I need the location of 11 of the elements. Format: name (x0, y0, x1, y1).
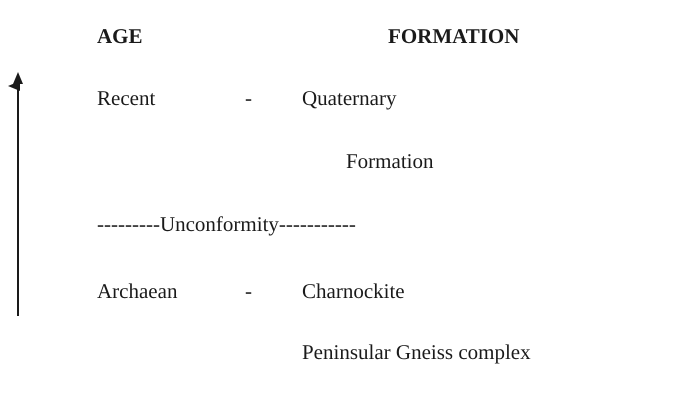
dash-separator: - (245, 86, 252, 110)
age-label: Recent (97, 86, 156, 110)
formation-label: Charnockite (302, 279, 405, 303)
column-header: FORMATION (388, 24, 520, 48)
column-header: AGE (97, 24, 143, 48)
age-label: Archaean (97, 279, 178, 303)
formation-label: Peninsular Gneiss complex (302, 340, 531, 364)
unconformity-label: ---------Unconformity----------- (97, 212, 356, 236)
formation-label: Quaternary (302, 86, 396, 110)
dash-separator: - (245, 279, 252, 303)
formation-label: Formation (346, 149, 434, 173)
